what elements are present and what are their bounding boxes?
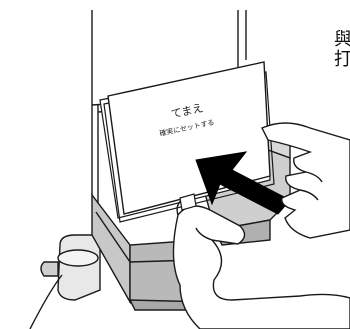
printer-base <box>30 235 100 329</box>
clipped-caption-line1: 與 <box>334 30 350 50</box>
clipped-caption: 與 打 <box>334 30 350 70</box>
clipped-caption-line2: 打 <box>334 50 350 70</box>
